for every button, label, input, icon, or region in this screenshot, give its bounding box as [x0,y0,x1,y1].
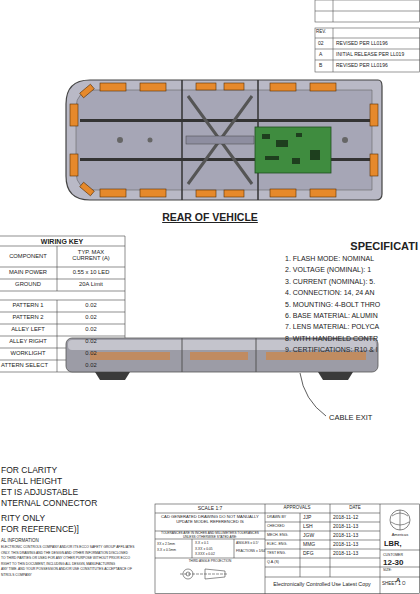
table-cell: ALLEY RIGHT [9,338,47,344]
title-cell: A [396,577,400,584]
tolerance: X.X ± 0.1 [195,542,209,546]
title-cell: SHEET 1 O [382,582,405,587]
table-cell: MAIN POWER [9,269,47,275]
tolerance: FRACTIONS ± 1/64 [236,550,265,554]
spec-item: 5. MOUNTING: 4-BOLT THRO [285,301,380,309]
fine-print: ELECTRONIC CONTROLS COMPANY AND/OR ITS E… [1,546,134,550]
company-name: Americas [392,533,409,537]
approval-role: Q.A.(S) [267,561,279,565]
table-cell: 0.02 [85,362,96,368]
rev-id: B [319,63,322,69]
title-cell: SCALE 1:7 [198,506,223,512]
note-line: ERALL HEIGHT [1,477,62,486]
part-number: LBR, [384,540,402,548]
note-line: FOR REFERENCE)] [1,525,79,534]
approval-initials: LSH [303,524,313,530]
note-line: ET IS ADJUSTABLE [1,488,78,497]
table-cell: 20A Limit [79,281,103,287]
fine-print: TO THIRD PARTIES OR USED FOR ANY OTHER P… [1,557,130,561]
approval-role: DRAWN BY [267,516,286,520]
fine-print: ANY TIME. AND YOUR POSSESSION AND/OR USE… [1,568,132,572]
table-cell: 0.02 [85,350,96,356]
table-cell: 0.55 x 10 LED [73,269,110,275]
table-title: WIRING KEY [41,238,83,246]
approval-date: 2018-11-13 [333,542,358,548]
note-line: RITY ONLY [1,514,45,523]
table-cell: WORKLIGHT [10,350,45,356]
tolerance: X.X ± 0.5mm [157,549,176,553]
tolerance: X.XXX ± 0.02 [195,553,215,557]
top-view-lightbar [66,80,382,200]
approval-initials: JJP [303,515,311,521]
approval-role: TEST ENG. [267,552,286,556]
callout-label: CABLE EXIT [329,414,372,422]
table-cell: GROUND [15,281,41,287]
approval-initials: MMG [303,542,315,548]
table-cell: 0.02 [85,338,96,344]
spec-item: 1. FLASH MODE: NOMINAL [285,255,374,263]
title-cell: SIZE: [383,569,392,573]
title-cell: CUSTOMER [383,554,403,558]
part-number: 12-30 [383,559,403,568]
table-cell: 0.02 [85,302,96,308]
rev-id: 02 [318,41,324,47]
approval-date: 2018-11-13 [333,533,358,539]
tolerance: X.XX ± 0.05 [195,548,213,552]
approval-date: 2018-11-12 [333,515,358,521]
table-cell: PATTERN 2 [12,314,43,320]
title-cell: Electronically Controlled Use Latest Cop… [273,582,370,588]
note-line: NTERNAL CONNECTOR [1,499,97,508]
spec-item: 9. CERTIFICATIONS: R10 & I [285,346,378,354]
tolerance: ANGLES ± 0.5° [236,542,259,546]
rev-desc: REVISED PER LL0196 [336,41,388,47]
table-header: TYP. MAX CURRENT (A) [64,249,118,262]
approval-initials: DFG [303,551,314,557]
title-note: TOLERANCES ARE IN INCHES AND MILLIMETERS… [157,532,263,539]
fine-print: RIGHT TO THIS DOCUMENT, INCLUDING ALL DE… [1,563,115,567]
table-cell: PATTERN 1 [12,302,43,308]
rev-header: REV. [316,30,326,35]
approval-date: 2018-11-13 [333,524,358,530]
table-cell: 0.02 [85,314,96,320]
fine-print: ONLY. THIS DRAWING AND THE DESIGN AND OT… [1,552,128,556]
rev-desc: INITIAL RELEASE PER LL019 [336,52,404,58]
spec-item: 7. LENS MATERIAL: POLYCA [285,323,379,331]
title-cell: APPROVALS [284,506,311,511]
spec-item: 6. BASE MATERIAL: ALUMIN [285,312,378,320]
note-line: FOR CLARITY [1,466,57,475]
rev-id: A [319,52,322,58]
table-cell: ALLEY LEFT [11,326,45,332]
view-title: REAR OF VEHICLE [162,212,258,224]
fine-print: NTROLS COMPANY [1,574,32,578]
approval-role: MECH. ENG. [267,534,288,538]
table-cell: 0.02 [85,326,96,332]
spec-item: 4. CONNECTION: 14, 24 AN [285,289,374,297]
spec-item: 8. WITH HANDHELD CONTR [285,335,378,343]
approval-role: CHECKED [267,525,285,529]
spec-title: SPECIFICATI [350,240,418,252]
title-cell: DATE [349,506,361,511]
table-cell: ATTERN SELECT [1,362,48,368]
spec-item: 2. VOLTAGE (NOMINAL): 1 [285,266,371,274]
front-view-lightbar [66,338,378,416]
title-note: CAD GENERATED DRAWING DO NOT MANUALLY UP… [158,515,262,524]
approval-role: ELEC. ENG. [267,543,287,547]
note-heading: AL INFORMATION [1,539,39,544]
spec-item: 3. CURRENT (NOMINAL): 5. [285,278,375,286]
tolerance: XX ± 2.5mm [157,543,175,547]
projection-label: THIRD ANGLE PROJECTION [189,560,232,564]
table-header: COMPONENT [9,253,47,259]
approval-date: 2018-11-13 [333,551,358,557]
rev-desc: REVISED PER LL0196 [336,63,388,69]
approval-initials: JGW [303,533,314,539]
